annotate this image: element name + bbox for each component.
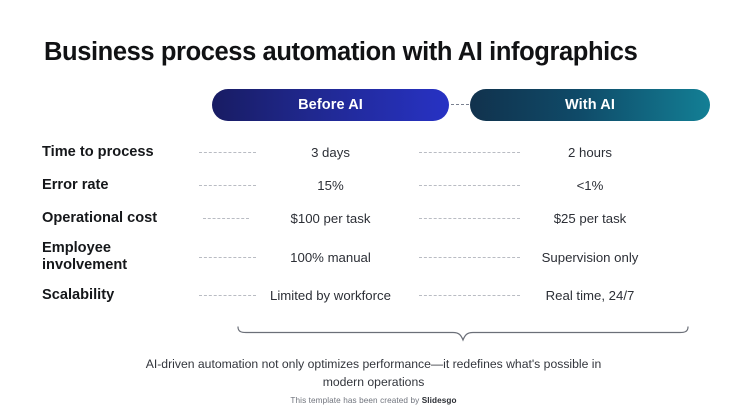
table-row: Scalability Limited by workforce Real ti…: [0, 279, 747, 312]
summary-brace: [236, 326, 690, 348]
dotted-connector-left: [199, 185, 256, 186]
column-header-before-ai[interactable]: Before AI: [212, 89, 449, 121]
row-label: Error rate: [42, 177, 109, 194]
dotted-connector-right: [419, 152, 520, 153]
row-value-with: $25 per task: [553, 211, 627, 226]
row-value-before: $100 per task: [290, 211, 371, 226]
row-value-before: 3 days: [311, 145, 350, 160]
column-header-with-ai[interactable]: With AI: [470, 89, 710, 121]
row-value-before: 15%: [317, 178, 344, 193]
row-value-with: 2 hours: [568, 145, 612, 160]
row-value-before: Limited by workforce: [270, 288, 391, 303]
dotted-connector-right: [419, 256, 520, 258]
row-value-with: <1%: [576, 178, 604, 193]
template-credit-brand: Slidesgo: [421, 396, 457, 405]
dotted-connector-left: [199, 256, 256, 258]
dotted-connector-right: [419, 185, 520, 186]
row-value-before: 100% manual: [290, 249, 371, 265]
table-row: Employee involvement 100% manual Supervi…: [0, 235, 747, 279]
table-row: Time to process 3 days 2 hours: [0, 136, 747, 169]
row-label: Scalability: [42, 287, 115, 304]
dotted-connector-left: [199, 152, 256, 153]
dotted-connector-left: [199, 295, 256, 296]
page-title: Business process automation with AI info…: [44, 38, 638, 66]
row-value-with: Real time, 24/7: [545, 288, 635, 303]
template-credit-text: This template has been created by: [290, 396, 422, 405]
comparison-table: Time to process 3 days 2 hours Error rat…: [0, 136, 747, 312]
column-header-before-ai-label: Before AI: [298, 97, 363, 113]
row-label: Operational cost: [42, 210, 158, 227]
row-label: Employee involvement: [42, 240, 128, 273]
template-credit: This template has been created by Slides…: [0, 396, 747, 405]
dotted-connector-right: [419, 295, 520, 296]
pill-connector-dashes: [451, 104, 469, 105]
row-value-with: Supervision only: [541, 249, 639, 265]
column-header-with-ai-label: With AI: [565, 97, 615, 113]
dotted-connector-left: [203, 218, 249, 219]
table-row: Operational cost $100 per task $25 per t…: [0, 202, 747, 235]
row-label: Time to process: [42, 144, 154, 161]
dotted-connector-right: [419, 218, 520, 219]
summary-caption: AI-driven automation not only optimizes …: [145, 357, 602, 390]
table-row: Error rate 15% <1%: [0, 169, 747, 202]
